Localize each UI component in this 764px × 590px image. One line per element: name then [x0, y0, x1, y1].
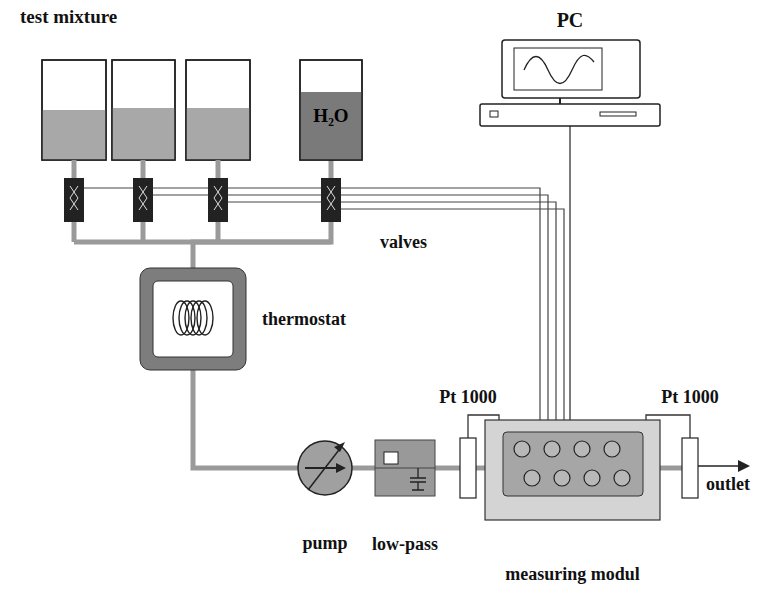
- thermostat: thermostat: [140, 268, 246, 370]
- water-pipe: [193, 370, 298, 468]
- pump-symbol: [298, 441, 352, 495]
- valves-label: valves: [380, 232, 427, 253]
- measuring-module: [485, 420, 660, 520]
- valve-wires: [84, 188, 564, 420]
- pc-computer: PC: [480, 38, 660, 126]
- node-label: PC: [557, 9, 584, 32]
- temperature-sensor: Pt 1000: [682, 438, 698, 498]
- node-label: pump: [302, 533, 347, 554]
- pump: pump: [298, 441, 352, 495]
- outlet-arrow: [698, 460, 750, 472]
- water-pipe: [660, 466, 682, 471]
- pc-computer: [480, 40, 660, 126]
- water-pipe: [435, 466, 460, 471]
- group-heading: test mixture: [20, 6, 117, 28]
- node-label: Pt 1000: [661, 387, 719, 408]
- data-cable: [569, 126, 570, 420]
- node-label: low-pass: [372, 534, 438, 555]
- water-pipe: [476, 466, 485, 471]
- outlet-label: outlet: [706, 474, 750, 495]
- thermostat-housing: [140, 268, 246, 370]
- test-containers: [42, 60, 362, 160]
- node-label: thermostat: [262, 309, 346, 330]
- valve-symbols: [64, 178, 341, 222]
- low-pass-filter: low-pass: [375, 440, 435, 496]
- water-container: H₂O: [300, 60, 362, 160]
- low-pass-filter: [375, 440, 435, 496]
- supply-pipes: [74, 160, 331, 370]
- node-label: H₂O: [313, 105, 348, 127]
- water-pipe: [193, 160, 331, 268]
- node-label: Pt 1000: [439, 387, 497, 408]
- temperature-sensor: Pt 1000: [460, 438, 476, 498]
- measuring-module: measuring modul: [485, 420, 660, 520]
- water-pipe: [352, 466, 375, 471]
- node-label: measuring modul: [505, 564, 640, 585]
